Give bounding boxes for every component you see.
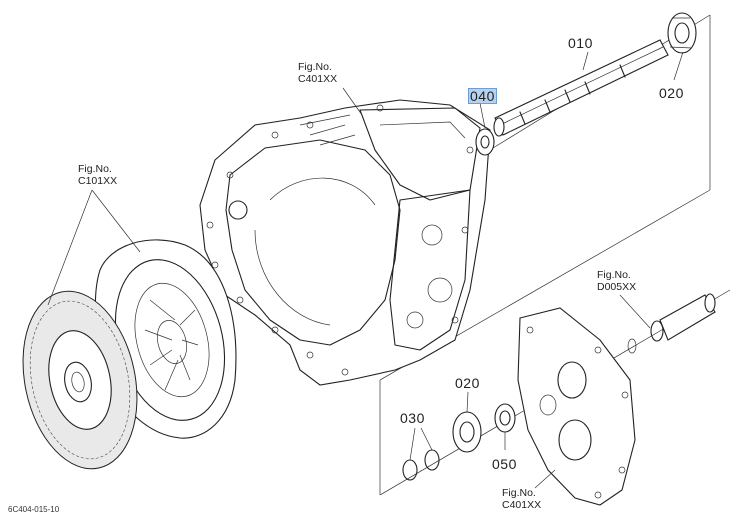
- bearing-020-top[interactable]: [667, 12, 697, 54]
- label-part-030[interactable]: 030: [400, 410, 425, 426]
- bearing-050[interactable]: [494, 403, 516, 433]
- bearing-020-mid[interactable]: [452, 411, 482, 453]
- figure-ref-c401-bottom[interactable]: Fig.No. C401XX: [502, 487, 541, 511]
- label-part-010[interactable]: 010: [568, 35, 593, 51]
- figure-ref-title: Fig.No.: [298, 61, 332, 73]
- figure-ref-code: C401XX: [502, 499, 542, 511]
- sleeve-part[interactable]: [627, 293, 716, 354]
- figure-ref-d005[interactable]: Fig.No. D005XX: [597, 269, 636, 293]
- figure-ref-code: C401XX: [298, 73, 338, 85]
- label-part-040-selected[interactable]: 040: [468, 88, 497, 104]
- diagram-caption: 6C404-015-10: [8, 505, 60, 514]
- clutch-disc[interactable]: [7, 281, 152, 480]
- leader-lines: [47, 51, 684, 489]
- figure-ref-code: D005XX: [597, 281, 637, 293]
- snap-rings-030[interactable]: [402, 449, 440, 481]
- transmission-housing[interactable]: [199, 99, 491, 386]
- figure-ref-c401-top[interactable]: Fig.No. C401XX: [298, 61, 337, 85]
- collar-040[interactable]: [475, 128, 495, 156]
- figure-ref-c101[interactable]: Fig.No. C101XX: [78, 163, 117, 187]
- label-part-050[interactable]: 050: [492, 456, 517, 472]
- figure-ref-title: Fig.No.: [502, 487, 536, 499]
- rear-housing-plate[interactable]: [517, 307, 636, 506]
- main-shaft-010[interactable]: [493, 39, 669, 137]
- figure-ref-title: Fig.No.: [597, 269, 631, 281]
- figure-ref-title: Fig.No.: [78, 163, 112, 175]
- label-part-020-mid[interactable]: 020: [455, 375, 480, 391]
- label-part-020-top[interactable]: 020: [659, 85, 684, 101]
- figure-ref-code: C101XX: [78, 175, 118, 187]
